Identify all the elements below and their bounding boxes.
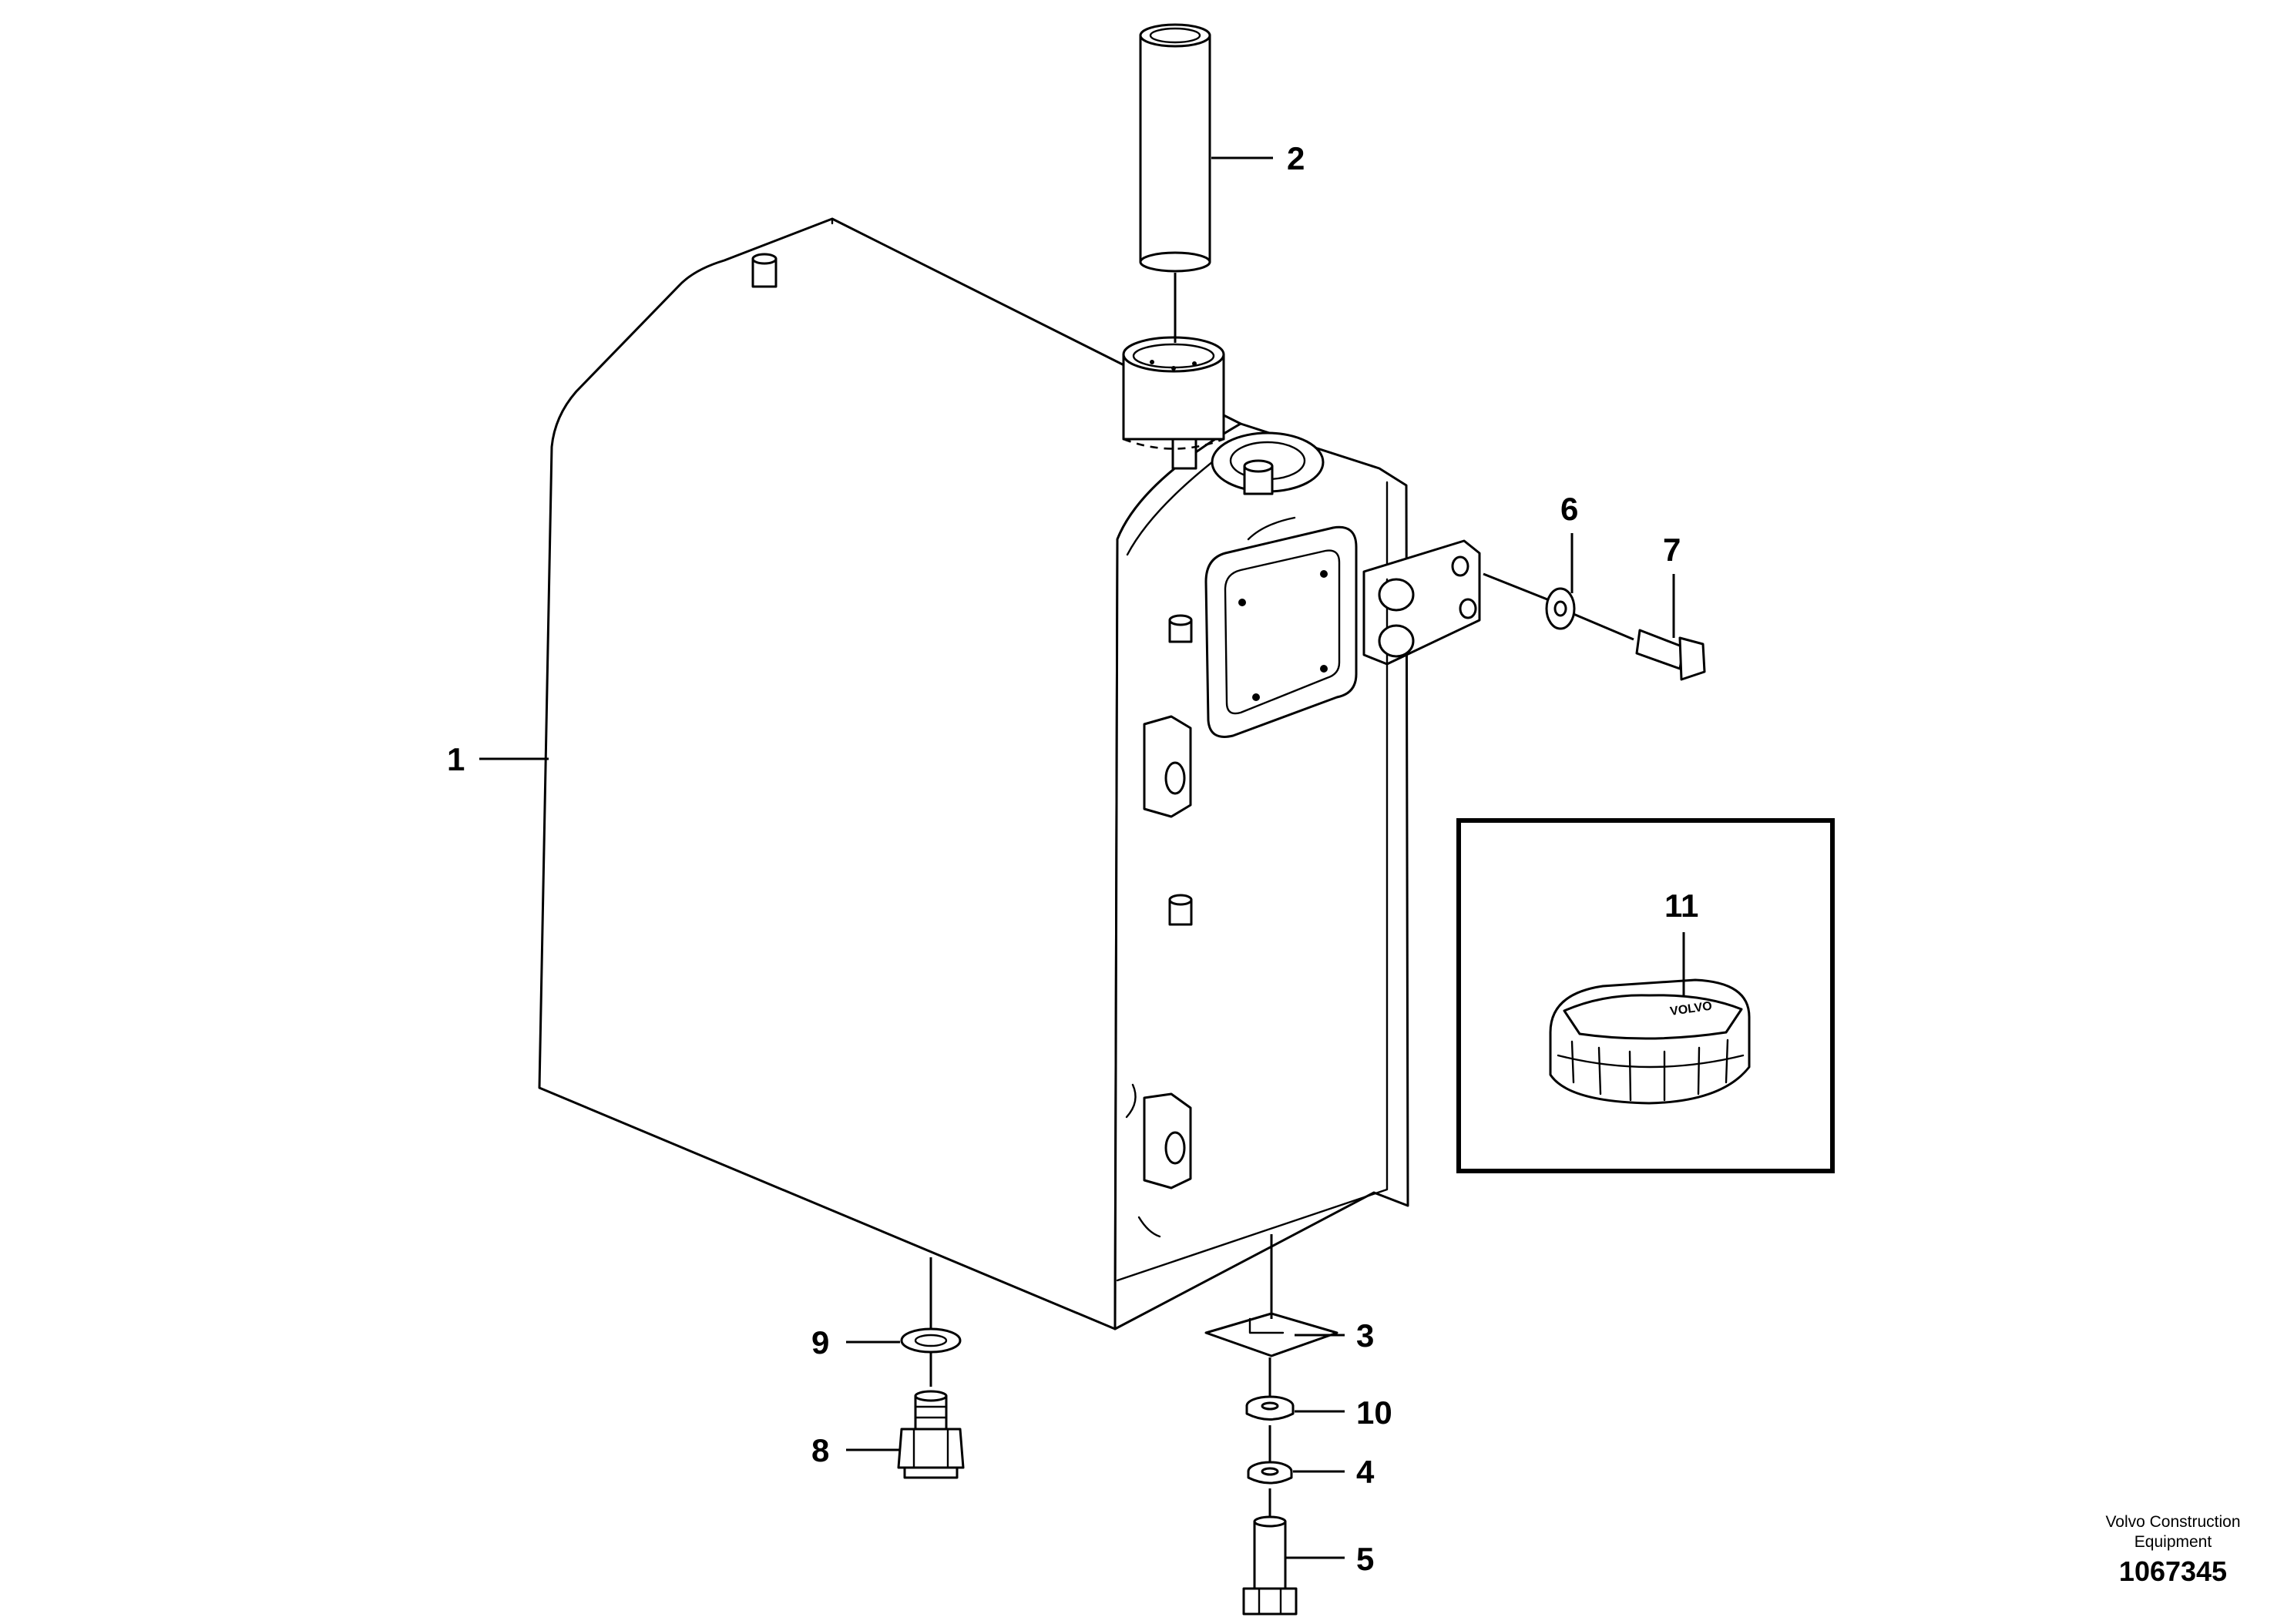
maker-name-line1: Volvo Construction [2105, 1513, 2240, 1531]
drain-plug-8 [897, 1390, 965, 1479]
callout-4: 4 [1356, 1454, 1375, 1490]
cap-detail-inset: VOLVO [1456, 818, 1835, 1173]
leader-lines [479, 156, 1675, 1559]
side-bracket [1362, 539, 1481, 666]
callout-numbers: 1 2 3 4 5 6 7 8 9 10 11 [447, 140, 1698, 1577]
bolt-7 [1635, 629, 1706, 681]
top-flange [1211, 431, 1325, 495]
lifting-lug [1143, 1092, 1192, 1189]
drawing-reference: Volvo Construction Equipment 1067345 [2105, 1513, 2240, 1587]
callout-8: 8 [811, 1432, 829, 1468]
callout-5: 5 [1356, 1541, 1374, 1577]
callout-6: 6 [1560, 491, 1578, 527]
drawing-number: 1067345 [2119, 1555, 2227, 1587]
lock-washer-4 [1247, 1425, 1293, 1485]
callout-10: 10 [1356, 1394, 1392, 1431]
callout-7: 7 [1663, 532, 1681, 568]
sealing-ring-9 [900, 1257, 962, 1387]
callout-3: 3 [1356, 1317, 1374, 1354]
tank-top-boss [751, 253, 778, 288]
washer-6 [1483, 572, 1634, 641]
filler-tube [1139, 23, 1211, 343]
washer-10 [1245, 1357, 1295, 1421]
hydraulic-tank [538, 217, 1481, 1330]
inspection-cover [1204, 516, 1358, 738]
callout-9: 9 [811, 1324, 829, 1361]
side-boss [1168, 614, 1193, 643]
filler-cap-11: VOLVO [1549, 978, 1751, 1105]
callout-2: 2 [1287, 140, 1305, 176]
callout-1: 1 [447, 741, 465, 777]
lifting-lug [1143, 715, 1192, 818]
bolt-5 [1242, 1488, 1298, 1616]
filler-neck [1122, 336, 1225, 450]
maker-name-line2: Equipment [2134, 1533, 2212, 1551]
gasket-plate-3 [1204, 1234, 1338, 1357]
side-boss [1168, 894, 1193, 926]
callout-11: 11 [1664, 887, 1698, 924]
